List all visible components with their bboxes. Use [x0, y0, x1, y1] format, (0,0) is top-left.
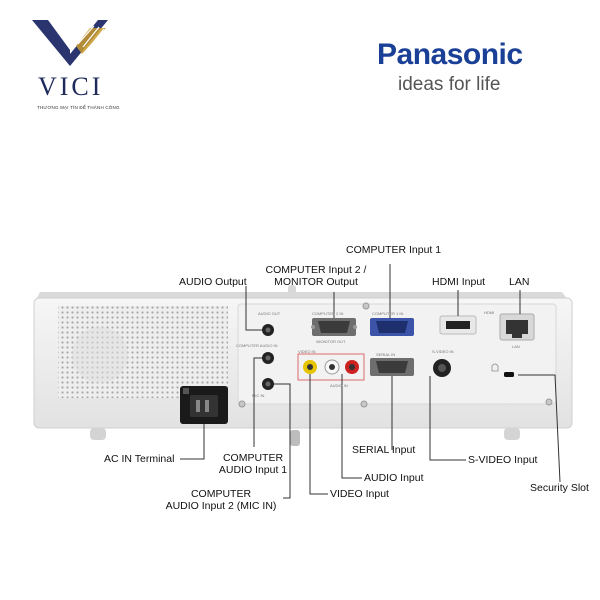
callout-security-slot: Security Slot — [530, 482, 589, 494]
panel-label-computer2: COMPUTER 2 IN — [312, 311, 344, 316]
security-slot-hole — [504, 372, 514, 377]
panasonic-logo: Panasonic — [377, 38, 523, 71]
panel-label-hdmi: HDMI — [484, 310, 495, 315]
foot-left — [90, 428, 106, 440]
callout-computer-audio-2-line2: AUDIO Input 2 (MIC IN) — [165, 500, 277, 512]
callout-computer-audio-2-line1: COMPUTER — [190, 488, 252, 500]
callout-hdmi-input: HDMI Input — [432, 276, 486, 288]
vici-wordmark: VICI — [38, 72, 104, 101]
callout-computer-audio-1-line1: COMPUTER — [222, 452, 284, 464]
vici-tagline: THƯƠNG MẠI TÍN ĐỂ THÀNH CÔNG — [37, 105, 120, 110]
speaker-area — [72, 327, 128, 383]
callout-computer-input-2: COMPUTER Input 2 / MONITOR Output — [262, 264, 370, 288]
callout-s-video-input: S-VIDEO Input — [468, 454, 538, 466]
callout-computer-input-2-line2: MONITOR Output — [274, 276, 358, 288]
callout-computer-input-2-line1: COMPUTER Input 2 / — [265, 264, 367, 276]
callout-video-input: VIDEO Input — [330, 488, 389, 500]
callout-audio-output: AUDIO Output — [179, 276, 247, 288]
vici-chevron-emblem — [32, 20, 108, 66]
callout-ac-in-terminal: AC IN Terminal — [104, 453, 175, 465]
callout-lan: LAN — [509, 276, 530, 288]
foot-right — [504, 428, 520, 440]
panel-label-serial: SERIAL IN — [376, 352, 396, 357]
panel-label-s-video: S-VIDEO IN — [432, 349, 454, 354]
panel-label-computer1: COMPUTER 1 IN — [372, 311, 404, 316]
callout-computer-audio-1: COMPUTER AUDIO Input 1 — [210, 452, 296, 476]
panel-label-computer-audio: COMPUTER AUDIO IN — [236, 343, 278, 348]
callout-computer-audio-2: COMPUTER AUDIO Input 2 (MIC IN) — [160, 488, 282, 512]
panasonic-slogan: ideas for life — [398, 74, 501, 95]
panel-label-monitor-out: /MONITOR OUT — [316, 339, 346, 344]
callout-audio-input: AUDIO Input — [364, 472, 424, 484]
callout-leader-lines — [180, 264, 561, 499]
foot-center — [290, 430, 300, 446]
callout-computer-audio-1-line2: AUDIO Input 1 — [218, 464, 288, 476]
panel-label-mic: MIC IN — [252, 393, 265, 398]
panel-label-audio-out: AUDIO OUT — [258, 311, 281, 316]
callout-serial-input: SERIAL Input — [352, 444, 416, 456]
panel-label-lan: LAN — [512, 344, 520, 349]
panel-label-audio-in: AUDIO IN — [330, 383, 348, 388]
panel-label-video-in: VIDEO IN — [298, 349, 316, 354]
callout-computer-input-1: COMPUTER Input 1 — [346, 244, 442, 256]
